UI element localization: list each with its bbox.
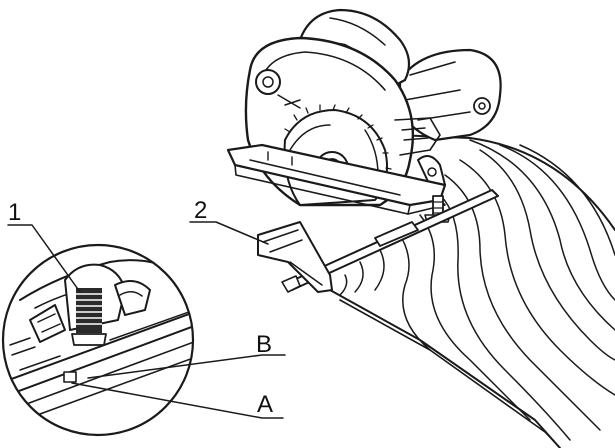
- leader-2: [189, 221, 269, 245]
- callout-B-label: B: [256, 331, 272, 358]
- callout-2-label: 2: [194, 197, 207, 224]
- leader-lines: [7, 221, 286, 419]
- board-edge-lines: [419, 339, 561, 448]
- callout-A-label: A: [257, 391, 273, 418]
- base-plate: [226, 143, 451, 223]
- wood-grain: [339, 139, 615, 441]
- circular-saw: [226, 8, 502, 293]
- wood-board: [299, 134, 615, 448]
- rip-fence: [257, 189, 499, 293]
- detail-inset: [1, 243, 195, 437]
- fence-locking-knob: [71, 288, 107, 346]
- callout-1-label: 1: [8, 199, 21, 226]
- leader-B: [87, 354, 286, 379]
- leader-A: [71, 382, 284, 419]
- leader-1: [7, 224, 81, 293]
